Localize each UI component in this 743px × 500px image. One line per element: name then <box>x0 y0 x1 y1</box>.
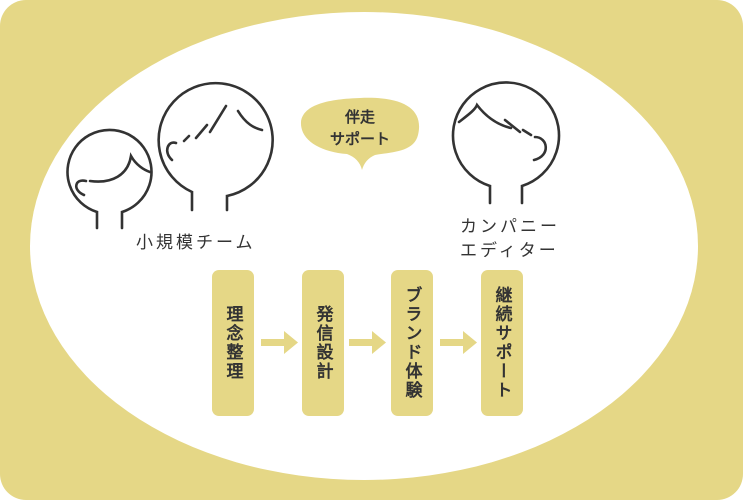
step-box: 理念整理 <box>212 270 254 416</box>
team-label: 小規模チーム <box>136 233 256 253</box>
step-label: 理念整理 <box>222 305 243 381</box>
step-box: 発信設計 <box>302 270 344 416</box>
step-box: 継続サポート <box>481 270 523 416</box>
small-person-icon <box>66 128 153 230</box>
white-ellipse <box>30 12 698 480</box>
editor-person-icon <box>451 81 561 205</box>
bubble-line-2: サポート <box>329 130 390 148</box>
bubble-text: 伴走 サポート <box>318 106 402 150</box>
editor-label-line-2: エディター <box>460 241 559 261</box>
arrow-right-icon <box>349 331 386 354</box>
step-label: 発信設計 <box>312 305 333 381</box>
step-label: 継続サポート <box>491 286 512 400</box>
bubble-line-1: 伴走 <box>344 108 375 126</box>
step-label: ブランド体験 <box>401 286 422 400</box>
editor-label-line-1: カンパニー <box>460 217 560 237</box>
large-person-icon <box>157 81 274 212</box>
arrow-right-icon <box>440 331 477 354</box>
arrows <box>261 331 477 354</box>
arrow-right-icon <box>261 331 298 354</box>
speech-bubble <box>300 97 420 170</box>
step-box: ブランド体験 <box>391 270 433 416</box>
